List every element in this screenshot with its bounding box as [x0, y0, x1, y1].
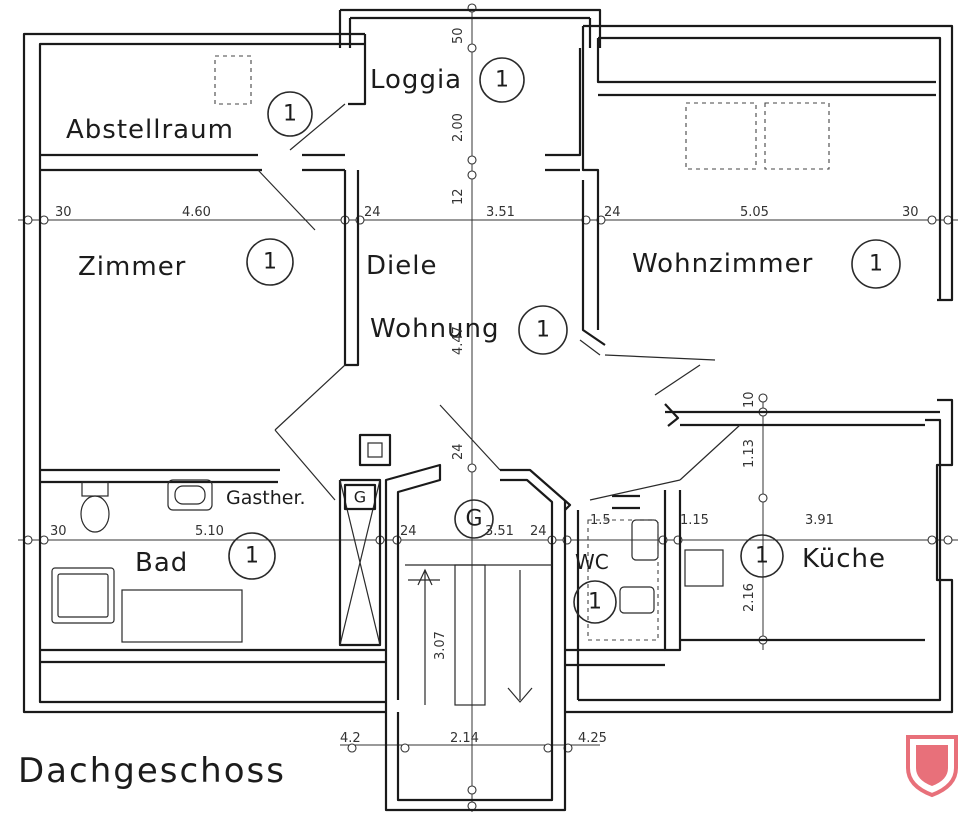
- dim-30-right: 30: [902, 205, 919, 220]
- dim-10: 10: [742, 391, 757, 408]
- dim-460: 4.60: [182, 205, 211, 220]
- dim-24-a: 24: [364, 205, 381, 220]
- unit-marker-wohnzimmer: 1: [851, 239, 901, 289]
- gas-marker: G: [354, 488, 366, 507]
- svg-text:1: 1: [495, 68, 509, 93]
- plan-title: Dachgeschoss: [18, 751, 286, 791]
- svg-text:1: 1: [283, 102, 297, 127]
- dim-447: 4.47: [451, 326, 466, 355]
- dim-510: 5.10: [195, 524, 224, 539]
- shield-icon: [906, 735, 958, 798]
- unit-marker-wc: 1: [573, 580, 617, 624]
- unit-marker-abstellraum: 1: [267, 91, 313, 137]
- dim-30-bad: 30: [50, 524, 67, 539]
- dim-24-b: 24: [604, 205, 621, 220]
- stair-marker: G: [454, 499, 494, 539]
- dim-42-left: 4.2: [340, 731, 361, 746]
- dim-30-left: 30: [55, 205, 72, 220]
- room-label-wc: WC: [575, 550, 609, 574]
- dim-200: 2.00: [451, 113, 466, 142]
- dim-391: 3.91: [805, 513, 834, 528]
- dim-113: 1.13: [742, 439, 757, 468]
- room-label-wohnzimmer: Wohnzimmer: [632, 249, 813, 279]
- unit-marker-kuche: 1: [740, 534, 784, 578]
- svg-text:1: 1: [755, 544, 769, 569]
- room-label-kuche: Küche: [802, 544, 886, 574]
- room-label-diele: Diele: [366, 251, 437, 281]
- room-label-abstellraum: Abstellraum: [66, 115, 234, 145]
- unit-marker-loggia: 1: [479, 57, 525, 103]
- dim-214: 2.14: [450, 731, 479, 746]
- dim-425: 4.25: [578, 731, 607, 746]
- room-label-wohnung: Wohnung: [370, 314, 500, 344]
- unit-marker-wohnung: 1: [518, 305, 568, 355]
- dim-50-top: 50: [451, 27, 466, 44]
- dim-351: 3.51: [486, 205, 515, 220]
- room-label-gasther: Gasther.: [226, 487, 306, 509]
- room-label-loggia: Loggia: [370, 65, 462, 95]
- dim-307: 3.07: [433, 631, 448, 660]
- svg-text:G: G: [465, 507, 482, 532]
- svg-text:1: 1: [588, 590, 602, 615]
- dim-24-c: 24: [400, 524, 417, 539]
- room-label-bad: Bad: [135, 548, 188, 578]
- dim-216: 2.16: [742, 583, 757, 612]
- svg-text:1: 1: [536, 318, 550, 343]
- dim-351-b: 3.51: [485, 524, 514, 539]
- svg-text:1: 1: [263, 250, 277, 275]
- unit-marker-bad: 1: [228, 532, 276, 580]
- dim-12: 12: [451, 188, 466, 205]
- dim-24-stair: 24: [451, 443, 466, 460]
- svg-text:1: 1: [869, 252, 883, 277]
- dim-24-d: 24: [530, 524, 547, 539]
- dim-115: 1.15: [680, 513, 709, 528]
- svg-text:1: 1: [245, 544, 259, 569]
- unit-marker-zimmer: 1: [246, 238, 294, 286]
- room-label-zimmer: Zimmer: [78, 252, 186, 282]
- dim-505: 5.05: [740, 205, 769, 220]
- dim-15: 1.5: [590, 513, 611, 528]
- walls: [22, 8, 954, 812]
